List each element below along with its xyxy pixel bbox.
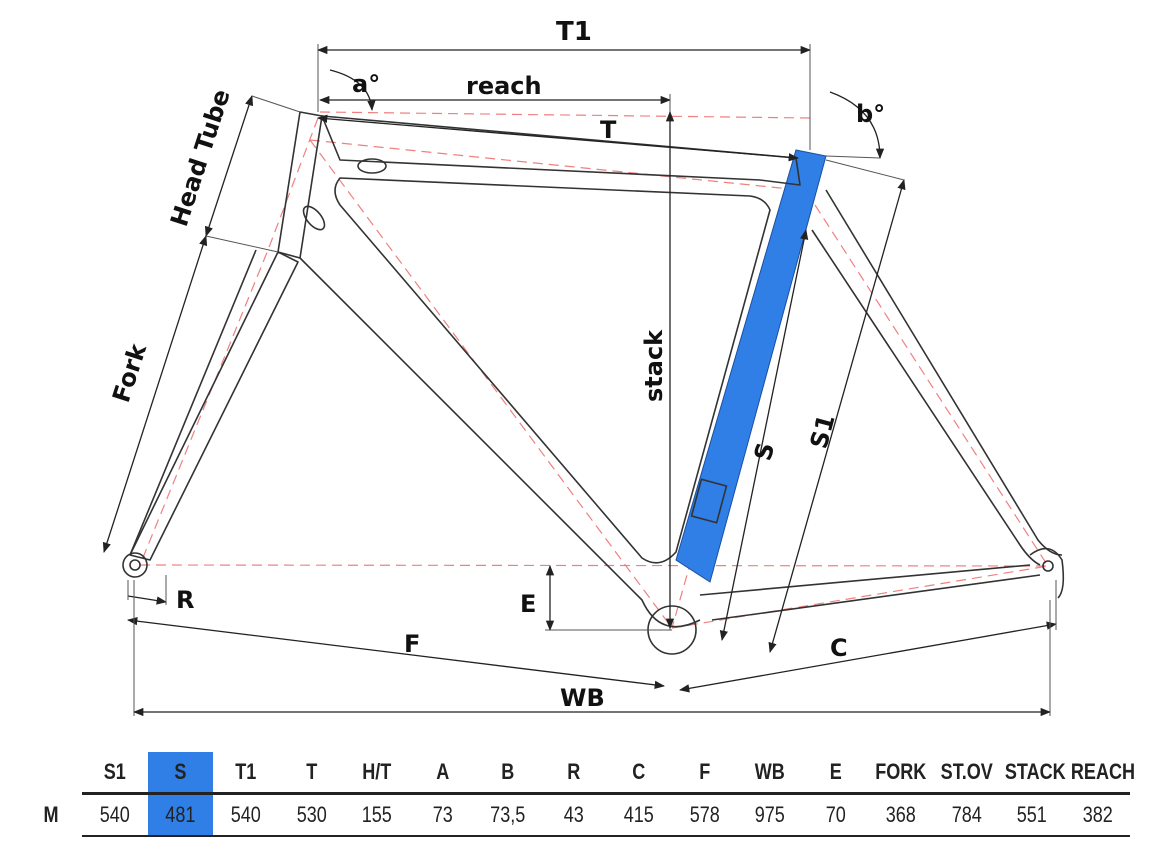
table-cell: 578 xyxy=(677,793,732,837)
label-c: C xyxy=(830,634,848,662)
table-cell: 530 xyxy=(284,793,339,837)
table-corner xyxy=(26,752,77,794)
column-header: T1 xyxy=(218,752,273,795)
label-s1: S1 xyxy=(805,411,841,451)
label-head-tube: Head Tube xyxy=(165,86,236,230)
label-e: E xyxy=(520,590,536,618)
column-header: H/T xyxy=(349,752,404,795)
table-cell: 975 xyxy=(742,793,797,837)
table-cell: 382 xyxy=(1070,793,1125,837)
column-header: C xyxy=(611,752,666,795)
label-reach: reach xyxy=(466,72,542,100)
column-header: WB xyxy=(742,752,797,795)
table-cell: 368 xyxy=(873,793,928,837)
table-cell: 540 xyxy=(218,793,273,837)
label-fork: Fork xyxy=(107,339,152,405)
label-t1: T1 xyxy=(556,17,592,47)
dimension-lines xyxy=(102,44,1058,717)
table-cell: 155 xyxy=(349,793,404,837)
column-header: S xyxy=(147,752,213,795)
column-header: STACK xyxy=(1004,752,1066,795)
table-cell: 73,5 xyxy=(480,793,535,837)
label-a-angle: a° xyxy=(352,70,380,98)
column-header: ST.OV xyxy=(939,752,994,795)
table-cell: 43 xyxy=(546,793,601,837)
column-header: S1 xyxy=(87,752,142,795)
bike-frame-geometry-diagram: T1 a° reach T b° Head Tube Fork stack S … xyxy=(102,17,1065,717)
label-stack: stack xyxy=(640,329,668,402)
table-cell: 540 xyxy=(87,793,142,837)
label-f: F xyxy=(404,630,420,658)
table-cell: 481 xyxy=(147,793,213,837)
column-header: FORK xyxy=(873,752,928,795)
label-b-angle: b° xyxy=(856,100,885,128)
table-cell: 784 xyxy=(939,793,994,837)
table-cell: 551 xyxy=(1004,793,1059,837)
label-wb: WB xyxy=(560,684,605,712)
table-cell: 73 xyxy=(415,793,470,837)
label-r: R xyxy=(176,586,194,614)
column-header: R xyxy=(546,752,601,795)
column-header: F xyxy=(677,752,732,795)
frame-outline xyxy=(122,111,1065,655)
row-size-label: M xyxy=(43,801,59,827)
column-header: B xyxy=(480,752,535,795)
label-s: S xyxy=(749,440,781,464)
column-header: REACH xyxy=(1070,752,1135,795)
column-header: E xyxy=(808,752,863,795)
table-cell: 70 xyxy=(808,793,863,837)
label-t: T xyxy=(600,116,617,144)
column-header: A xyxy=(415,752,470,795)
column-header: T xyxy=(284,752,339,795)
table-cell: 415 xyxy=(611,793,666,837)
